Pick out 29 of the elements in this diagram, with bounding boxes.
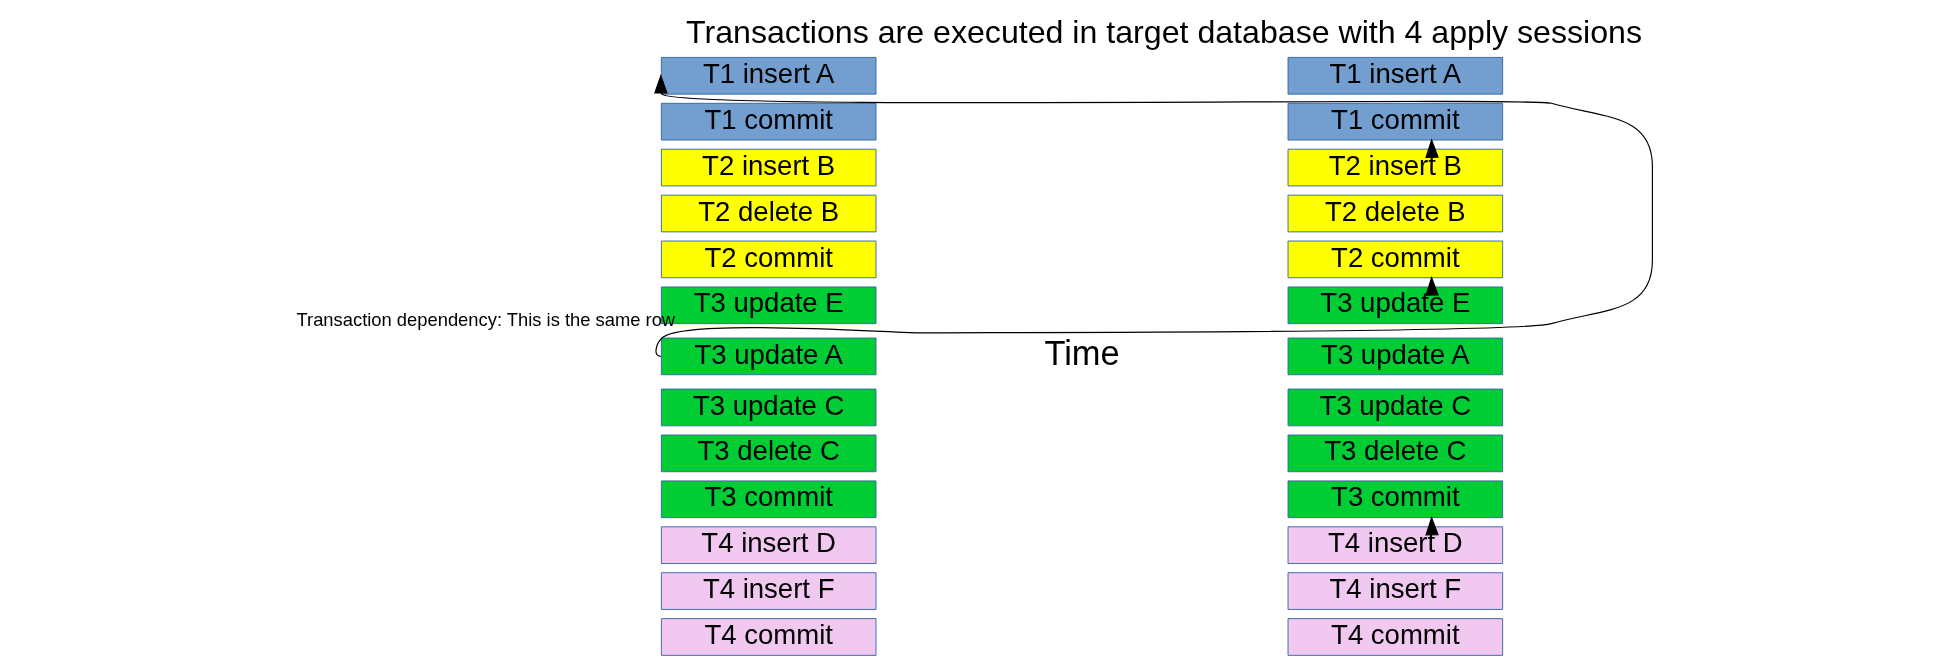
arrow xyxy=(1424,276,1439,296)
arrow xyxy=(653,74,1653,357)
node-box: T3 commit xyxy=(660,480,876,519)
node-box: T2 commit xyxy=(660,240,876,279)
node-box: T2 delete B xyxy=(660,194,876,233)
node-box: T1 commit xyxy=(660,102,876,141)
node-box: T2 delete B xyxy=(1287,194,1503,233)
node-box: T3 update A xyxy=(1287,337,1503,376)
label: Time xyxy=(1043,333,1120,372)
node-box: T3 update C xyxy=(1287,388,1503,427)
diagram-title: Transactions are executed in target database with 4 apply sessions xyxy=(685,13,1642,50)
node-box: T3 delete C xyxy=(1287,434,1503,473)
node-box: T3 commit xyxy=(1287,480,1503,519)
arrow xyxy=(1424,138,1439,159)
edge-label: Transaction dependency: This is the same row xyxy=(296,309,675,331)
node-box: T4 commit xyxy=(1287,618,1503,656)
node-box: T4 commit xyxy=(660,618,876,656)
node-box: T4 insert D xyxy=(660,526,876,564)
node-box: T2 insert B xyxy=(660,148,876,187)
node-box: T3 update A xyxy=(660,337,876,376)
node-box: T1 insert A xyxy=(660,56,876,95)
node-box: T4 insert F xyxy=(660,572,876,610)
node-box: T2 commit xyxy=(1287,240,1503,279)
node-box: T1 commit xyxy=(1287,102,1503,141)
node-box: T3 update C xyxy=(660,388,876,427)
node-box: T4 insert F xyxy=(1287,572,1503,610)
arrow xyxy=(1424,515,1439,536)
node-box: T1 insert A xyxy=(1287,56,1503,95)
node-box: T3 delete C xyxy=(660,434,876,473)
